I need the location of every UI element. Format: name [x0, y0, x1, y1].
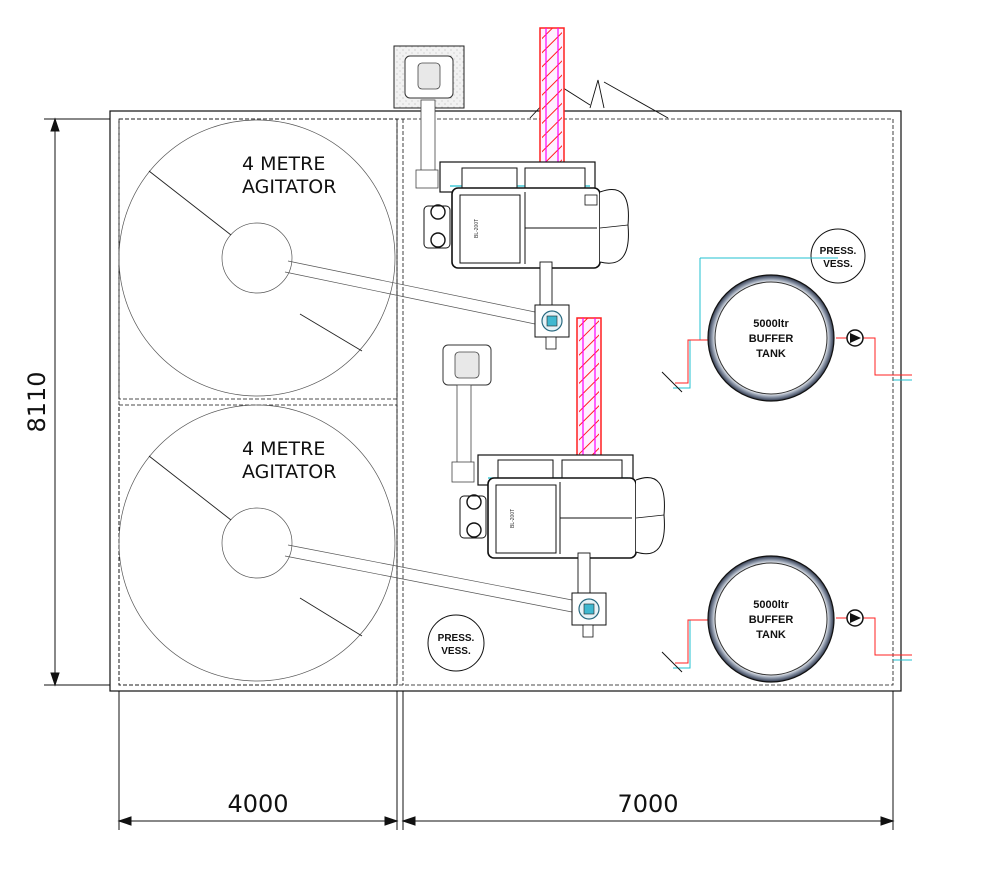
building-outline: [109, 110, 902, 692]
buffer-tank-1-label-line3: TANK: [756, 348, 786, 360]
buffer-tank-1-label-line2: BUFFER: [749, 333, 794, 345]
agitator-1: 4 METRE AGITATOR: [118, 119, 536, 397]
boiler-2-model: BL-200T: [510, 509, 516, 528]
pressure-vessel-1-label-line1: PRESS.: [820, 246, 857, 257]
feed-unit-1: [534, 304, 570, 350]
buffer-tank-2-label-line2: BUFFER: [749, 614, 794, 626]
agitator-1-circle: [118, 119, 396, 397]
pump-2: [846, 609, 864, 627]
buffer-tank-1-label-line1: 5000ltr: [753, 318, 789, 330]
feed-unit-2: [571, 592, 607, 638]
fuel-hopper-top: [393, 45, 465, 189]
agitator-1-label-line2: AGITATOR: [242, 176, 336, 198]
agitator-bay-walls: [118, 118, 404, 686]
pump-1: [846, 329, 864, 347]
agitator-2-label-line1: 4 METRE: [242, 438, 325, 460]
dimension-right-width-label: 7000: [617, 790, 678, 818]
agitator-2-label-line2: AGITATOR: [242, 461, 336, 483]
dimension-widths: [117, 691, 895, 830]
dimension-left-width-label: 4000: [227, 790, 288, 818]
boiler-2: BL-200T: [459, 454, 665, 600]
buffer-tank-2-label-line3: TANK: [756, 629, 786, 641]
pressure-vessel-2-label-line2: VESS.: [441, 646, 471, 657]
pressure-vessel-1-label-line2: VESS.: [823, 259, 853, 270]
fuel-hopper-middle: [442, 344, 492, 483]
pressure-vessel-2: PRESS. VESS.: [427, 614, 485, 672]
agitator-1-label-line1: 4 METRE: [242, 153, 325, 175]
pressure-vessel-1: PRESS. VESS.: [810, 228, 866, 284]
pressure-vessel-2-label-line1: PRESS.: [438, 633, 475, 644]
flue-1: [539, 27, 565, 169]
boiler-1: BL-200T: [423, 161, 629, 309]
buffer-tank-2: 5000ltr BUFFER TANK: [707, 555, 835, 683]
buffer-tank-1: 5000ltr BUFFER TANK: [707, 274, 835, 402]
agitator-2-circle: [118, 404, 396, 682]
agitator-1-hub: [221, 222, 293, 294]
dimension-height: [44, 117, 110, 687]
buffer-tank-2-label-line1: 5000ltr: [753, 599, 789, 611]
agitator-2-hub: [221, 507, 293, 579]
boiler-1-model: BL-200T: [474, 219, 480, 238]
dimension-height-label: 8110: [23, 371, 51, 432]
flue-2: [576, 317, 602, 461]
agitator-2: 4 METRE AGITATOR: [118, 404, 573, 682]
